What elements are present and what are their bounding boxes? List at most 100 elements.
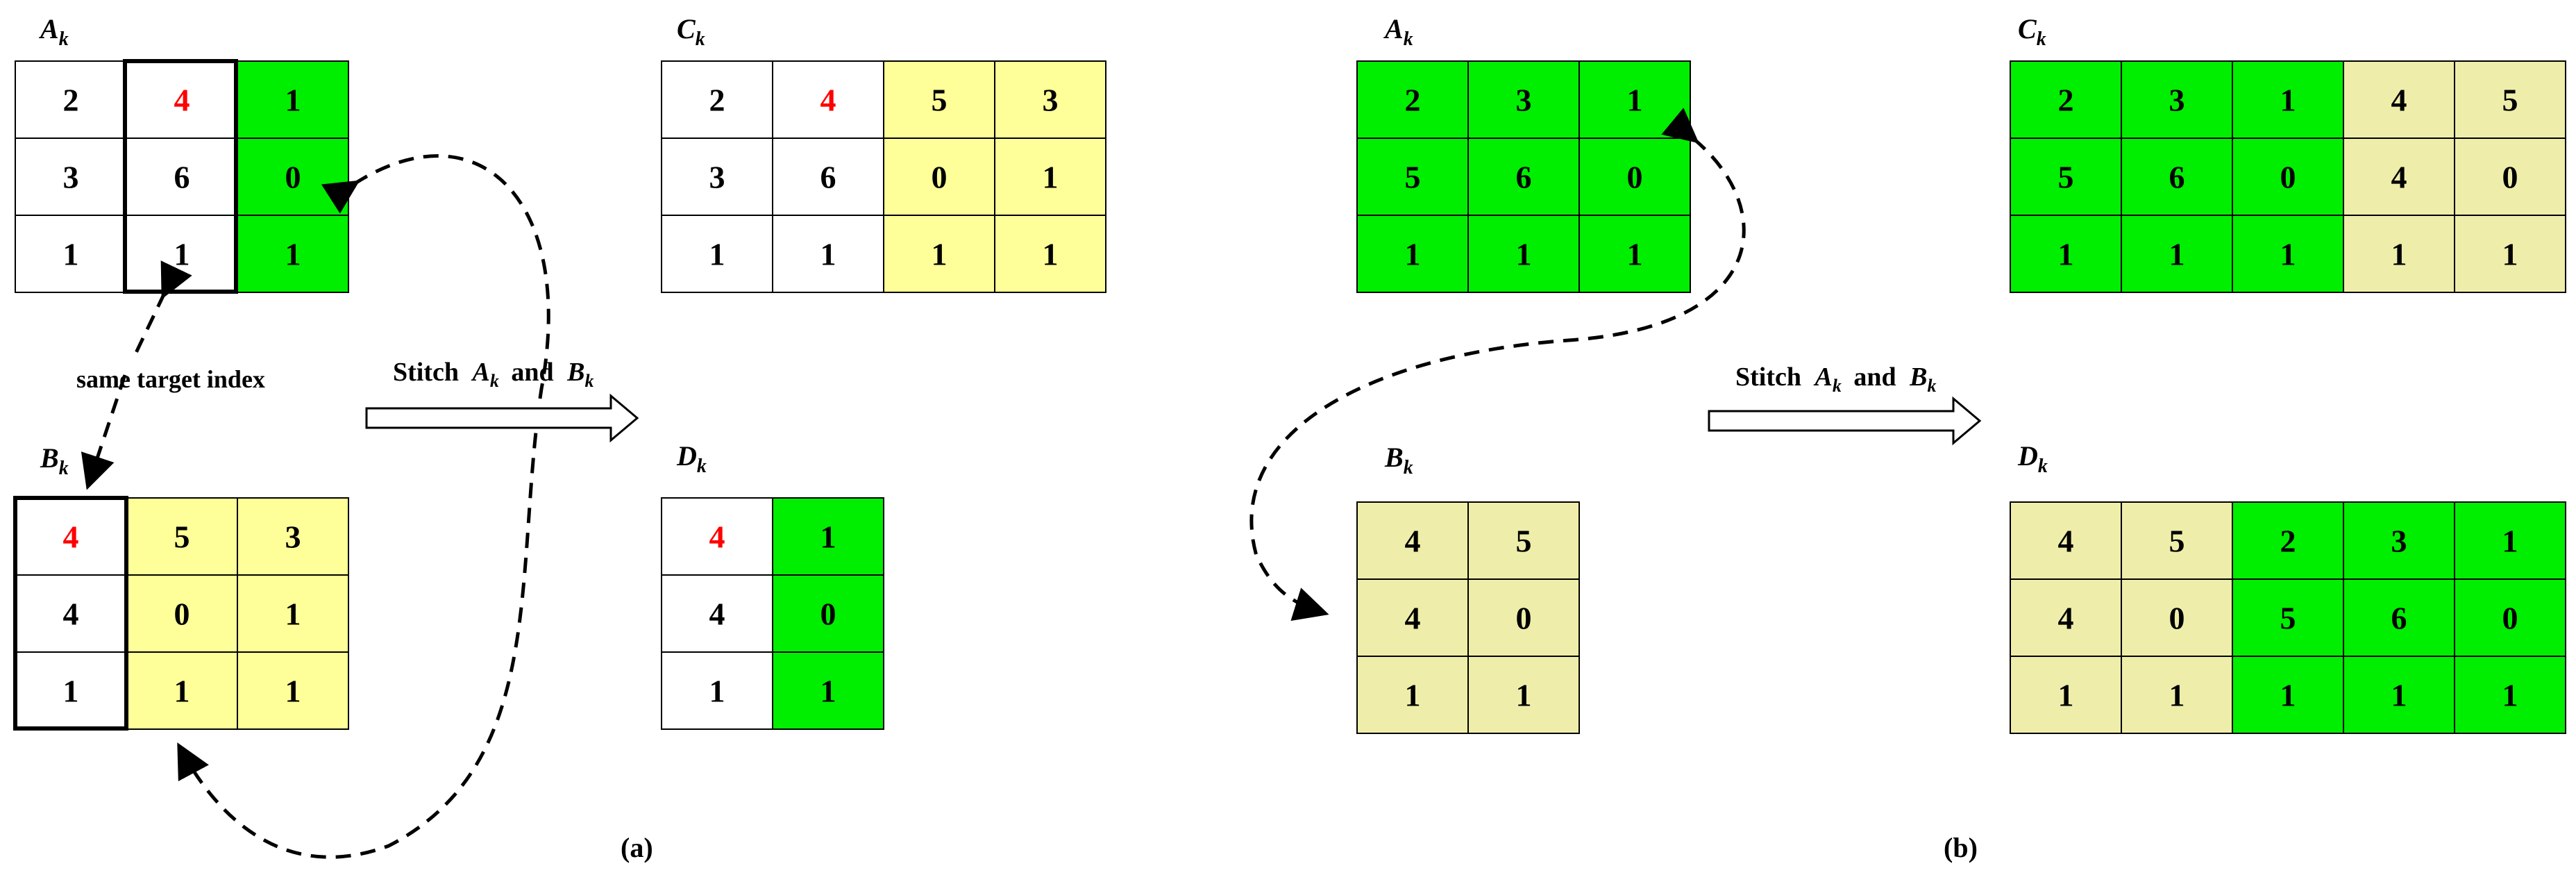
caption-b: (b): [1944, 832, 1978, 863]
matrix-cell-value: 1: [932, 237, 948, 272]
matrix-cell-value: 6: [1516, 160, 1532, 195]
matrix-cell: [661, 215, 773, 293]
matrix-cell-value: 1: [2058, 237, 2074, 272]
matrix-cell: [2454, 656, 2566, 734]
matrix-cell: [2343, 578, 2455, 657]
matrix-cell-value: 4: [2058, 601, 2074, 636]
matrix-cell-value: 1: [820, 674, 836, 709]
matrix-cell: [2010, 215, 2122, 293]
matrix-cell-value: 0: [820, 597, 836, 632]
matrix-cell-value: 1: [174, 237, 190, 272]
matrix-cell: [237, 60, 349, 139]
matrix-cell-value: 3: [2391, 524, 2407, 559]
matrix-cell-value: 0: [2502, 160, 2518, 195]
matrix-cell-value: 1: [285, 597, 301, 632]
matrix-cell-value: 4: [820, 83, 836, 118]
matrix-cell: [15, 138, 127, 216]
curved-dashed-arrow-a: [177, 154, 550, 859]
matrix-cell-value: 6: [2391, 601, 2407, 636]
matrix-cell: [2454, 578, 2566, 657]
matrix-d-label-a: Dk: [676, 440, 707, 477]
matrix-cell: [2232, 656, 2344, 734]
matrix-cell-value: 1: [1405, 678, 1421, 713]
stitch-arrow-b: [1708, 396, 1982, 446]
matrix-cell-value: 1: [2391, 237, 2407, 272]
matrix-cell-value: 6: [2169, 160, 2185, 195]
same-target-index-text: same target index: [76, 365, 265, 393]
matrix-cell: [994, 138, 1106, 216]
matrix-cell-value: 1: [2280, 83, 2296, 118]
matrix-cell-value: 3: [1516, 83, 1532, 118]
matrix-cell-value: 1: [820, 237, 836, 272]
matrix-cell: [772, 60, 884, 139]
matrix-cell-value: 5: [2169, 524, 2185, 559]
matrix-cell-value: 4: [709, 519, 725, 555]
matrix-cell-value: 1: [285, 237, 301, 272]
matrix-cell-value: 3: [63, 160, 79, 195]
matrix-cell-value: 0: [285, 160, 301, 195]
matrix-cell: [883, 215, 995, 293]
matrix-cell-value: 4: [1405, 524, 1421, 559]
matrix-cell: [2010, 138, 2122, 216]
matrix-cell: [2121, 578, 2233, 657]
matrix-cell-value: 2: [1405, 83, 1421, 118]
matrix-cell-value: 1: [820, 519, 836, 555]
matrix-cell-value: 4: [2391, 83, 2407, 118]
matrix-cell: [661, 651, 773, 730]
matrix-cell-value: 1: [1516, 237, 1532, 272]
matrix-a-label-b: Ak: [1383, 13, 1413, 50]
matrix-cell: [2121, 215, 2233, 293]
matrix-cell: [2232, 578, 2344, 657]
matrix-cell: [2121, 501, 2233, 580]
matrix-cell-value: 1: [709, 237, 725, 272]
matrix-cell-value: 1: [2058, 678, 2074, 713]
matrix-cell-value: 4: [174, 83, 190, 118]
matrix-cell-value: 4: [63, 519, 79, 555]
matrix-cell-value: 0: [2280, 160, 2296, 195]
matrix-cell-value: 0: [1516, 601, 1532, 636]
matrix-cell-value: 1: [2502, 524, 2518, 559]
matrix-cell: [772, 215, 884, 293]
matrix-cell: [2343, 501, 2455, 580]
matrix-cell-value: 4: [2391, 160, 2407, 195]
matrix-cell-value: 1: [1627, 237, 1643, 272]
matrix-cell-value: 1: [1516, 678, 1532, 713]
matrix-cell-value: 4: [1405, 601, 1421, 636]
matrix-cell-value: 3: [2169, 83, 2185, 118]
matrix-cell-value: 1: [63, 674, 79, 709]
matrix-cell-value: 0: [174, 597, 190, 632]
matrix-cell-value: 6: [820, 160, 836, 195]
same-target-dashed-arrow: [89, 293, 165, 483]
matrix-cell: [994, 215, 1106, 293]
matrix-cell-value: 1: [2502, 237, 2518, 272]
matrix-cell-value: 1: [285, 83, 301, 118]
matrix-cell: [2454, 138, 2566, 216]
matrix-cell-value: 2: [2058, 83, 2074, 118]
matrix-cell-value: 5: [174, 519, 190, 555]
matrix-cell-value: 0: [1627, 160, 1643, 195]
matrix-cell: [126, 60, 238, 139]
matrix-cell-value: 6: [174, 160, 190, 195]
matrix-cell: [772, 651, 884, 730]
matrix-a-label-a: Ak: [38, 13, 69, 50]
matrix-cell: [2010, 501, 2122, 580]
matrix-cell-value: 5: [932, 83, 948, 118]
matrix-cell-value: 2: [63, 83, 79, 118]
matrix-cell-value: 3: [709, 160, 725, 195]
matrix-cell: [2232, 138, 2344, 216]
matrix-cell: [883, 138, 995, 216]
matrix-cell: [2454, 60, 2566, 139]
matrix-cell: [2232, 60, 2344, 139]
matrix-cell: [2343, 656, 2455, 734]
matrix-cell-value: 4: [2058, 524, 2074, 559]
matrix-cell-value: 1: [2391, 678, 2407, 713]
matrix-cell: [2232, 215, 2344, 293]
